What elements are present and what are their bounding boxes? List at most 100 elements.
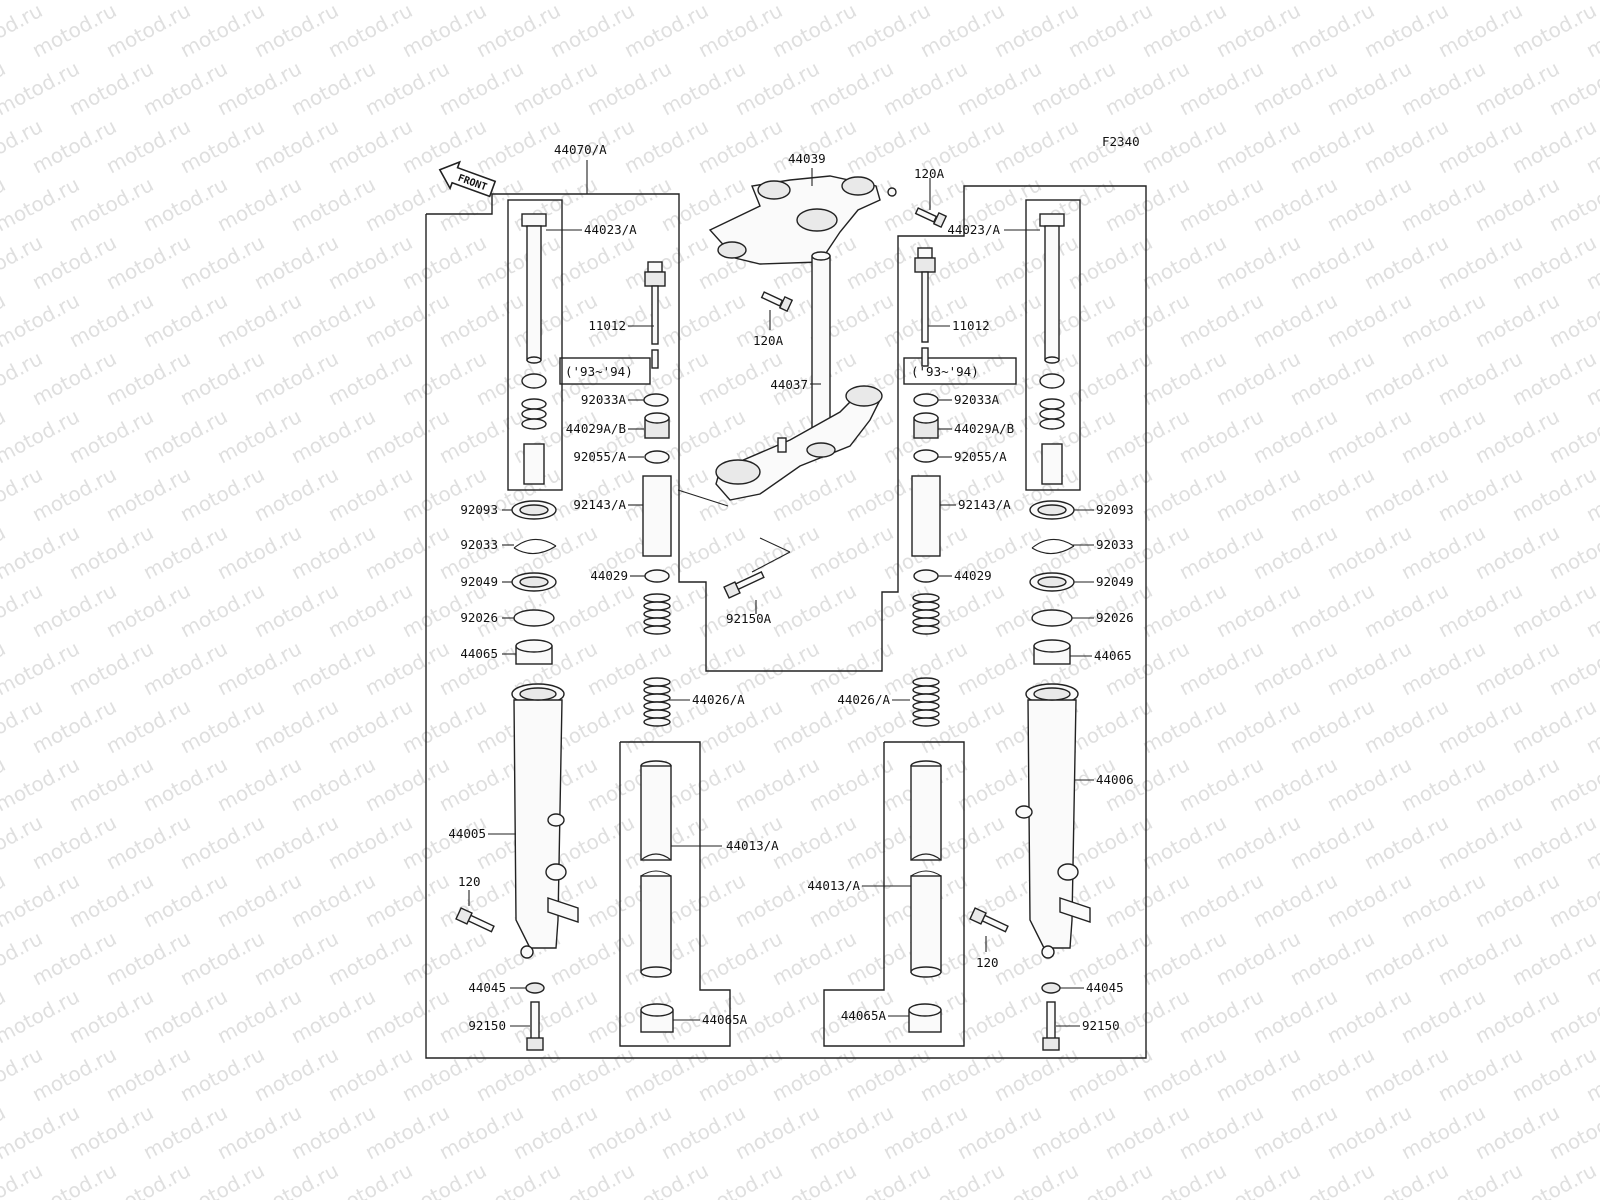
oil-lock-piece-left (523, 443, 545, 485)
inner-cartridge-frame-left (507, 199, 563, 491)
watermark-text: motod.ru (1508, 926, 1600, 990)
spring-coil (912, 617, 940, 627)
watermark-text: motod.ru (990, 1042, 1082, 1106)
watermark-text: motod.ru (213, 984, 305, 1048)
watermark-text: motod.ru (1138, 0, 1230, 62)
upper-triple-clamp (708, 175, 897, 265)
watermark-text: motod.ru (250, 1042, 342, 1106)
watermark-text: motod.ru (1138, 810, 1230, 874)
watermark-text: motod.ru (1175, 636, 1267, 700)
watermark-text: motod.ru (1508, 114, 1600, 178)
watermark-text: motod.ru (1249, 868, 1341, 932)
watermark-text: motod.ru (65, 404, 157, 468)
watermark-text: motod.ru (1138, 230, 1230, 294)
watermark-text: motod.ru (213, 1100, 305, 1164)
watermark-text: motod.ru (1212, 578, 1304, 642)
watermark-text: motod.ru (139, 56, 231, 120)
watermark-text: motod.ru (990, 114, 1082, 178)
watermark-text: motod.ru (657, 636, 749, 700)
callout-44070A: 44070/A (554, 142, 607, 157)
watermark-text: motod.ru (1286, 578, 1378, 642)
outer-tube-right (1015, 683, 1091, 959)
watermark-text: motod.ru (435, 1100, 527, 1164)
callout-44065A-left: 44065A (702, 1012, 748, 1027)
fork-cap-44029-right (913, 412, 939, 439)
washer-44045-right (1041, 982, 1061, 994)
bolt-120A-lower (760, 291, 794, 313)
watermark-text: motod.ru (1508, 578, 1600, 642)
watermark-text: motod.ru (139, 1100, 231, 1164)
o-ring-92055-left (644, 450, 670, 464)
slide-bushing-left (515, 639, 553, 665)
leader-lines (468, 160, 1094, 1027)
callout-92150A: 92150A (726, 611, 772, 626)
watermark-text: motod.ru (990, 346, 1082, 410)
watermark-text: motod.ru (1175, 984, 1267, 1048)
spring-coil (912, 625, 940, 635)
watermark-text: motod.ru (1397, 404, 1489, 468)
callout-44065-left: 44065 (460, 646, 498, 661)
bolt-120-right (969, 907, 1009, 933)
watermark-text: motod.ru (176, 462, 268, 526)
watermark-text: motod.ru (0, 0, 83, 4)
spring-coil (912, 685, 940, 695)
callout-44013A-left: 44013/A (726, 838, 779, 853)
watermark-text: motod.ru (1323, 288, 1415, 352)
year-range-box-left (559, 357, 651, 385)
watermark-text: motod.ru (1360, 926, 1452, 990)
watermark-text: motod.ru (250, 230, 342, 294)
watermark-text: motod.ru (842, 1042, 934, 1106)
watermark-text: motod.ru (361, 636, 453, 700)
watermark-text: motod.ru (1175, 404, 1267, 468)
spring-coil (912, 693, 940, 703)
watermark-text: motod.ru (324, 0, 416, 62)
callout-44026A-left: 44026/A (692, 692, 745, 707)
callout-92143A-left: 92143/A (573, 497, 626, 512)
watermark-text: motod.ru (1323, 868, 1415, 932)
watermark-text: motod.ru (361, 56, 453, 120)
watermark-text: motod.ru (990, 230, 1082, 294)
watermark-text: motod.ru (435, 752, 527, 816)
watermark-text: motod.ru (990, 0, 1082, 62)
watermark-text: motod.ru (768, 578, 860, 642)
watermark-text: motod.ru (176, 114, 268, 178)
fork-spring-right-lower (912, 677, 940, 727)
watermark-text: motod.ru (361, 288, 453, 352)
watermark-text: motod.ru (287, 1100, 379, 1164)
spring-coil (643, 601, 671, 611)
callout-44065A-right: 44065A (841, 1008, 887, 1023)
watermark-text: motod.ru (1101, 868, 1193, 932)
watermark-text: motod.ru (916, 0, 1008, 62)
callout-44023A-right: 44023/A (947, 222, 1000, 237)
watermark-text: motod.ru (65, 1100, 157, 1164)
watermark-text: motod.ru (472, 1042, 564, 1106)
watermark-text: motod.ru (1175, 868, 1267, 932)
watermark-text: motod.ru (657, 404, 749, 468)
watermark-text: motod.ru (472, 346, 564, 410)
watermark-text: motod.ru (1212, 346, 1304, 410)
watermark-text: motod.ru (213, 56, 305, 120)
watermark-text: motod.ru (250, 578, 342, 642)
watermark-text: motod.ru (1249, 288, 1341, 352)
watermark-text: motod.ru (435, 56, 527, 120)
watermark-text: motod.ru (1471, 868, 1563, 932)
watermark-text: motod.ru (1360, 462, 1452, 526)
watermark-text: motod.ru (546, 230, 638, 294)
watermark-text: motod.ru (1249, 404, 1341, 468)
watermark-text: motod.ru (324, 346, 416, 410)
watermark-text: motod.ru (1212, 926, 1304, 990)
fork-spring-left-upper (643, 593, 671, 635)
spring-coil (643, 709, 671, 719)
watermark-text: motod.ru (509, 984, 601, 1048)
bushing-44065A-right (908, 1003, 942, 1033)
watermark-text: motod.ru (1138, 926, 1230, 990)
watermark-text: motod.ru (213, 752, 305, 816)
retaining-clip-right (1031, 538, 1075, 555)
watermark-text: motod.ru (250, 694, 342, 758)
watermark-text: motod.ru (324, 462, 416, 526)
watermark-text: motod.ru (1027, 1100, 1119, 1164)
watermark-text: motod.ru (28, 694, 120, 758)
watermark-text: motod.ru (842, 0, 934, 62)
watermark-text: motod.ru (1360, 346, 1452, 410)
